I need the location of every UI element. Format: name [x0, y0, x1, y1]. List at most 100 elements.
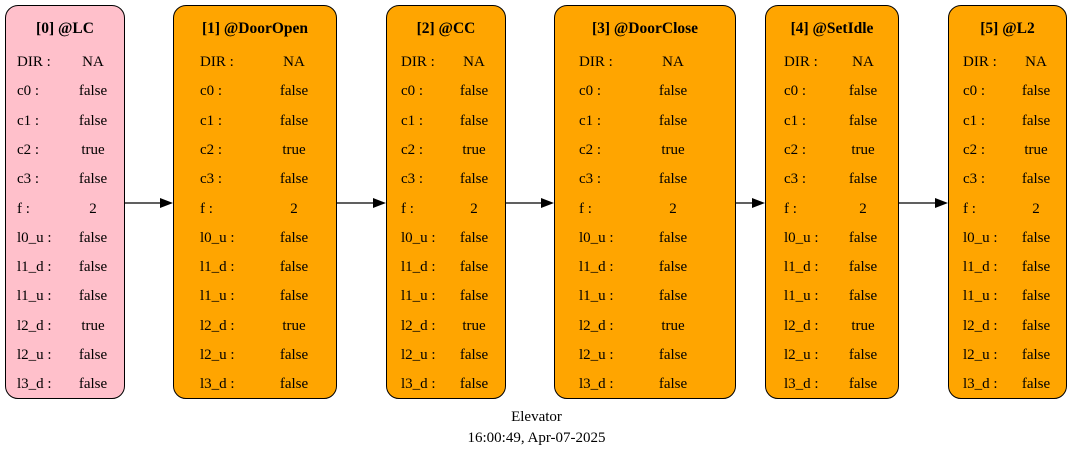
- arrowhead-icon: [373, 198, 386, 208]
- state-variable-row: c2 :true: [387, 141, 505, 159]
- transition-arrow-1: [337, 198, 386, 208]
- state-variable-row: l2_u :false: [6, 346, 124, 364]
- variable-name: l1_d :: [17, 259, 52, 276]
- state-variable-row: c0 :false: [555, 82, 735, 100]
- state-variable-row: l3_d :false: [387, 375, 505, 393]
- variable-value: false: [848, 171, 878, 188]
- state-variable-row: l1_d :false: [949, 258, 1066, 276]
- state-variable-row: l3_d :false: [6, 375, 124, 393]
- variable-name: l2_d :: [579, 317, 614, 334]
- variable-value: true: [81, 141, 105, 158]
- variable-name: l1_d :: [401, 259, 436, 276]
- variable-name: DIR :: [17, 54, 51, 70]
- variable-name: c1 :: [401, 112, 424, 129]
- state-variable-row: l1_d :false: [555, 258, 735, 276]
- variable-name: l3_d :: [784, 376, 819, 393]
- variable-name: l3_d :: [200, 376, 235, 393]
- variable-value: false: [279, 171, 309, 188]
- variable-value: false: [78, 347, 108, 363]
- state-variable-row: c1 : false: [387, 112, 505, 130]
- variable-name: c3 :: [401, 171, 424, 188]
- state-variable-row: l2_u :false: [174, 346, 336, 364]
- state-variable-row: c0 :false: [766, 82, 898, 100]
- variable-value: false: [279, 229, 309, 246]
- variable-name: l0_u :: [401, 229, 436, 246]
- state-variable-row: l2_d :true: [6, 317, 124, 335]
- variable-name: c1 :: [579, 112, 602, 129]
- state-variable-row: c1 :false: [6, 112, 124, 130]
- arrowhead-icon: [160, 198, 173, 208]
- variable-value: false: [459, 112, 489, 129]
- variable-name: DIR :: [784, 54, 818, 70]
- state-variable-row: c2 :true: [6, 141, 124, 159]
- state-variable-row: l1_d : false: [6, 258, 124, 276]
- variable-value: false: [78, 259, 108, 276]
- state-variable-row: f :2: [6, 200, 124, 218]
- variable-name: l1_u :: [784, 288, 819, 305]
- state-variable-row: c3 :false: [387, 170, 505, 188]
- state-variable-row: DIR :NA: [555, 53, 735, 71]
- variable-name: c0 :: [784, 83, 807, 100]
- state-variable-row: c2 :true: [174, 141, 336, 159]
- variable-name: l1_u :: [963, 288, 998, 305]
- variable-name: c3 :: [963, 171, 986, 188]
- state-variable-row: l2_u :false: [387, 346, 505, 364]
- transition-arrow-3: [736, 198, 765, 208]
- variable-value: false: [459, 259, 489, 276]
- variable-name: DIR :: [401, 54, 435, 70]
- state-variable-row: l2_d :true: [555, 317, 735, 335]
- variable-value: true: [282, 317, 306, 334]
- variable-value: NA: [852, 54, 874, 70]
- arrowhead-icon: [935, 198, 948, 208]
- variable-name: c3 :: [784, 171, 807, 188]
- state-variable-row: c0 :false: [6, 82, 124, 100]
- state-variable-row: c1 :false: [174, 112, 336, 130]
- state-variable-row: f :2: [174, 200, 336, 218]
- state-variable-row: c2 :true: [766, 141, 898, 159]
- state-variable-row: DIR :NA: [949, 53, 1066, 71]
- variable-value: false: [279, 259, 309, 276]
- state-variable-row: c3 :false: [6, 170, 124, 188]
- state-variable-row: c0 :false: [387, 82, 505, 100]
- variable-name: l1_d :: [200, 259, 235, 276]
- variable-name: c1 :: [784, 112, 807, 129]
- variable-value: NA: [463, 54, 485, 70]
- variable-name: l0_u :: [200, 229, 235, 246]
- state-variable-row: l1_u :false: [949, 287, 1066, 305]
- state-variable-row: l2_u :false: [555, 346, 735, 364]
- variable-name: l2_u :: [401, 347, 436, 363]
- variable-value: false: [459, 229, 489, 246]
- state-title: [0] @LC: [36, 20, 94, 37]
- variable-value: false: [279, 376, 309, 393]
- state-variable-row: l1_d :false: [766, 258, 898, 276]
- variable-name: f :: [17, 200, 30, 217]
- variable-value: false: [658, 259, 688, 276]
- state-variable-row: c3 : false: [766, 170, 898, 188]
- variable-value: true: [661, 141, 685, 158]
- arrowhead-icon: [541, 198, 554, 208]
- state-variable-row: l2_u :false: [949, 346, 1066, 364]
- variable-name: c0 :: [963, 83, 986, 100]
- variable-name: l1_d :: [784, 259, 819, 276]
- state-title: [4] @SetIdle: [790, 20, 874, 37]
- variable-value: false: [78, 171, 108, 188]
- state-variable-row: l3_d :false: [555, 375, 735, 393]
- arrowhead-icon: [752, 198, 765, 208]
- variable-name: c1 :: [17, 112, 40, 129]
- state-variable-row: l1_d : false: [174, 258, 336, 276]
- variable-name: l0_u :: [963, 229, 998, 246]
- state-title: [1] @DoorOpen: [201, 20, 309, 37]
- transition-arrow-0: [125, 198, 173, 208]
- state-variable-row: c1 :false: [949, 112, 1066, 130]
- transition-arrow-2: [506, 198, 554, 208]
- state-variable-row: l1_u :false: [174, 287, 336, 305]
- variable-name: l2_u :: [579, 347, 614, 363]
- state-variable-row: f :2: [555, 200, 735, 218]
- variable-value: false: [459, 376, 489, 393]
- variable-value: false: [848, 112, 878, 129]
- variable-name: l2_d :: [784, 317, 819, 334]
- state-variable-row: l2_d :false: [949, 317, 1066, 335]
